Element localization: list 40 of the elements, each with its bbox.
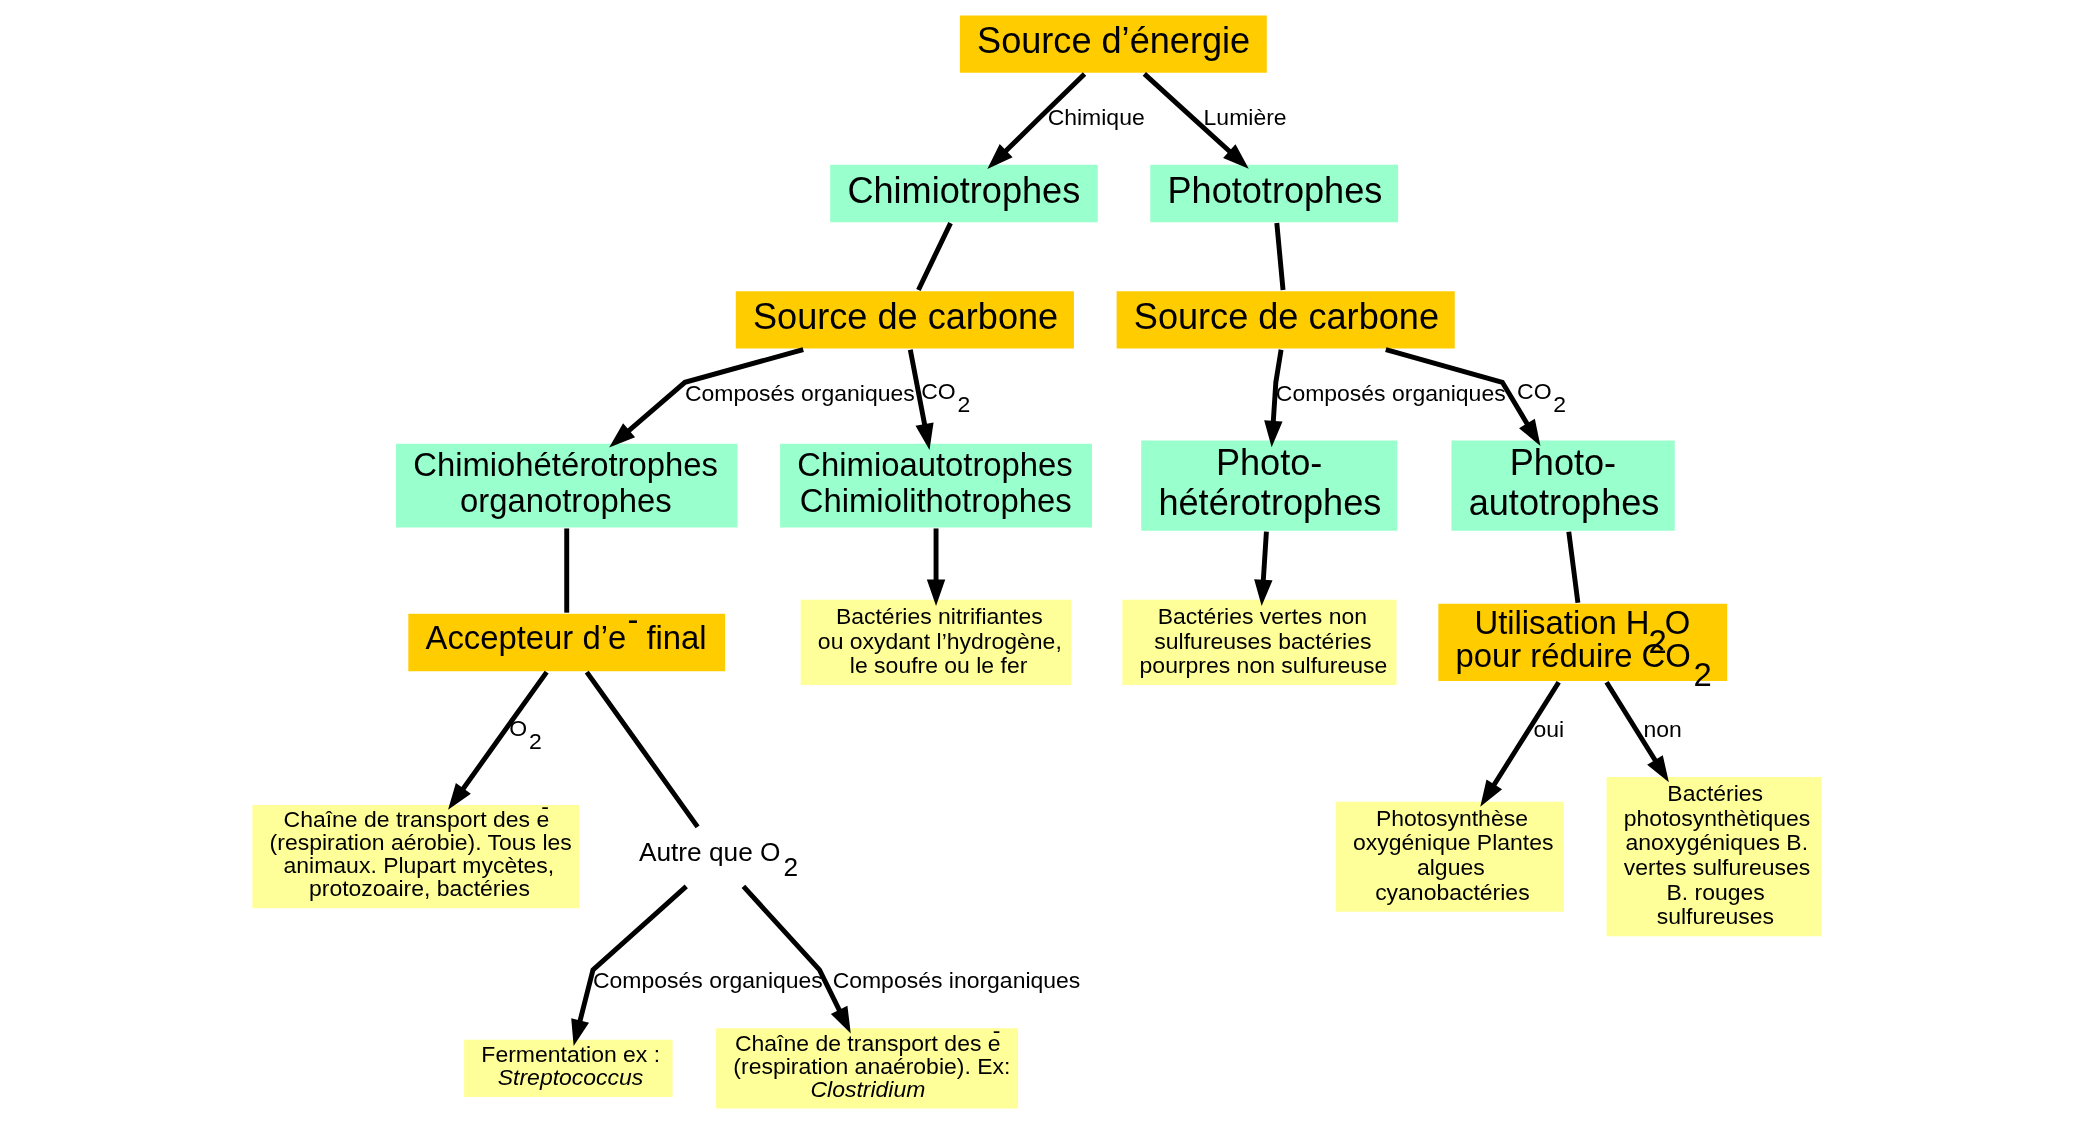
node-box: Photo- hétérotrophes — [1139, 438, 1399, 533]
node-box: Photo- autotrophes — [1449, 438, 1677, 533]
arrow — [1142, 72, 1249, 169]
arrow — [926, 528, 946, 606]
arrow — [1385, 347, 1541, 447]
edge-label: Composés organiques — [684, 379, 915, 406]
node-box: Source de carbone — [734, 289, 1076, 351]
node-box: Source de carbone — [1114, 289, 1457, 351]
node-box: Fermentation ex : Streptococcus — [462, 1038, 675, 1099]
node-box: Photosynthèse oxygénique Plantes algues cyanobactéries — [1334, 800, 1566, 914]
arrow — [1264, 349, 1284, 448]
arrow — [571, 884, 688, 1046]
edge-label: Lumière — [1203, 103, 1287, 130]
edge-label: Composés organiques — [592, 967, 823, 994]
node-box: Phototrophes — [1148, 163, 1400, 224]
arrow — [1254, 531, 1273, 607]
edge-label: oui — [1533, 716, 1565, 743]
node-box: Source d’énergie — [958, 13, 1269, 75]
arrow — [907, 349, 934, 450]
arrow — [1604, 680, 1669, 783]
node-box: Chimiotrophes — [828, 163, 1100, 224]
connector — [564, 528, 570, 613]
arrow — [1480, 680, 1561, 807]
node-box: Bactéries vertes non sulfureuses bactéries pourpres non sulfureuse — [1120, 598, 1399, 687]
arrow — [448, 670, 549, 810]
arrow — [741, 884, 851, 1034]
arrow — [609, 347, 804, 448]
node-box: Chimiohétérotrophes organotrophes — [394, 442, 740, 530]
arrow — [987, 72, 1087, 169]
node-box: Chimioautotrophes Chimiolithotrophes — [778, 442, 1094, 530]
connector — [584, 670, 700, 829]
connector — [1274, 222, 1286, 291]
edge-label: non — [1643, 716, 1682, 743]
edge-label: Chimique — [1047, 103, 1145, 130]
edge-label: Composés inorganiques — [832, 967, 1081, 994]
connector — [916, 222, 953, 292]
node-box: Bactéries nitrifiantes ou oxydant l’hydrogène, le soufre ou le fer — [799, 598, 1074, 687]
connector — [1566, 531, 1581, 604]
node-box: Bactéries photosynthètiques anoxygéniques B. vertes sulfureuses B. rouges sulfureuses — [1604, 775, 1824, 938]
edge-label: Composés organiques — [1275, 379, 1506, 406]
